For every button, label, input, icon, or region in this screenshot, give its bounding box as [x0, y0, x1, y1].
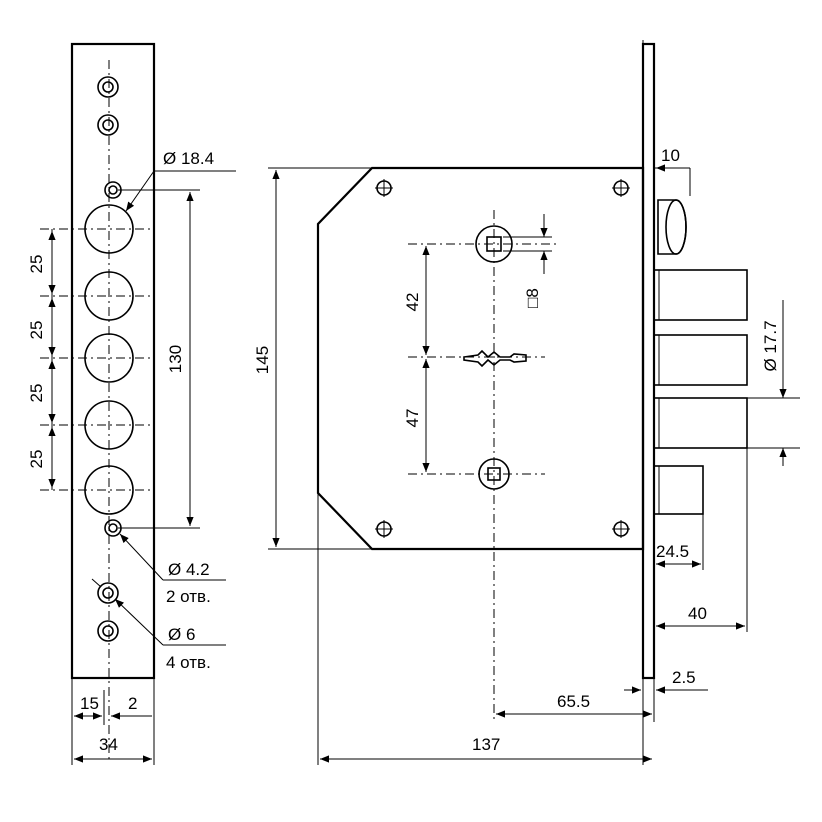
- span-label: 130: [166, 345, 185, 373]
- depth-label: 137: [472, 735, 500, 754]
- pitch-label: 25: [27, 384, 46, 403]
- small-hole-inner: [108, 185, 118, 195]
- throw-label: 40: [688, 604, 707, 623]
- face-strip: 25 25 25 25 130 Ø 18.4 Ø 4.2 2 отв. Ø 6 …: [27, 42, 236, 765]
- upper-spacing-label: 42: [403, 293, 422, 312]
- latch-bolt: [657, 199, 687, 255]
- mount-hole-outer: [97, 620, 119, 642]
- height-label: 145: [253, 346, 272, 374]
- hole-small-label: Ø 4.2: [168, 560, 210, 579]
- lock-body: 42 47 □8 145 10: [253, 40, 800, 765]
- key-cylinder: [463, 349, 527, 368]
- pitch-label: 25: [27, 321, 46, 340]
- mount-hole-inner: [102, 119, 114, 131]
- lower-spacing-label: 47: [403, 409, 422, 428]
- bolt-diameter-label: Ø 17.7: [761, 320, 780, 371]
- mount-hole-inner: [102, 587, 114, 599]
- square-label: □8: [523, 288, 542, 308]
- hole-mount-label: Ø 6: [168, 625, 195, 644]
- latch-bolt-end: [665, 199, 687, 255]
- backset-label: 65.5: [557, 692, 590, 711]
- leader-arrow: [125, 170, 155, 212]
- width-label: 34: [99, 735, 118, 754]
- small-hole-inner: [108, 523, 118, 533]
- mount-hole-outer: [97, 582, 119, 604]
- mount-hole-inner: [102, 625, 114, 637]
- case-outline: [316, 166, 645, 551]
- hole-large-label: Ø 18.4: [163, 149, 214, 168]
- leader-arrow: [114, 598, 164, 646]
- pitch-label: 25: [27, 450, 46, 469]
- bottom-latch: [653, 465, 704, 515]
- mount-hole-outer: [97, 114, 119, 136]
- faceplate: [641, 42, 656, 680]
- faceplate-width-label: 10: [661, 146, 680, 165]
- dead-bolt: [653, 269, 748, 321]
- hole-small-count: 2 отв.: [166, 587, 211, 606]
- mount-hole-outer: [97, 76, 119, 98]
- offset-right-label: 2: [128, 694, 137, 713]
- leader-tick: [91, 578, 102, 588]
- leader-arrow: [119, 533, 164, 581]
- hole-mount-count: 4 отв.: [166, 653, 211, 672]
- dead-bolt: [653, 397, 748, 449]
- pitch-label: 25: [27, 255, 46, 274]
- plate-thickness-label: 2.5: [672, 668, 696, 687]
- strip-outline: [70, 42, 156, 680]
- dead-bolt: [653, 334, 748, 386]
- mount-hole-inner: [102, 81, 114, 93]
- offset-left-label: 15: [80, 694, 99, 713]
- latch-label: 24.5: [656, 542, 689, 561]
